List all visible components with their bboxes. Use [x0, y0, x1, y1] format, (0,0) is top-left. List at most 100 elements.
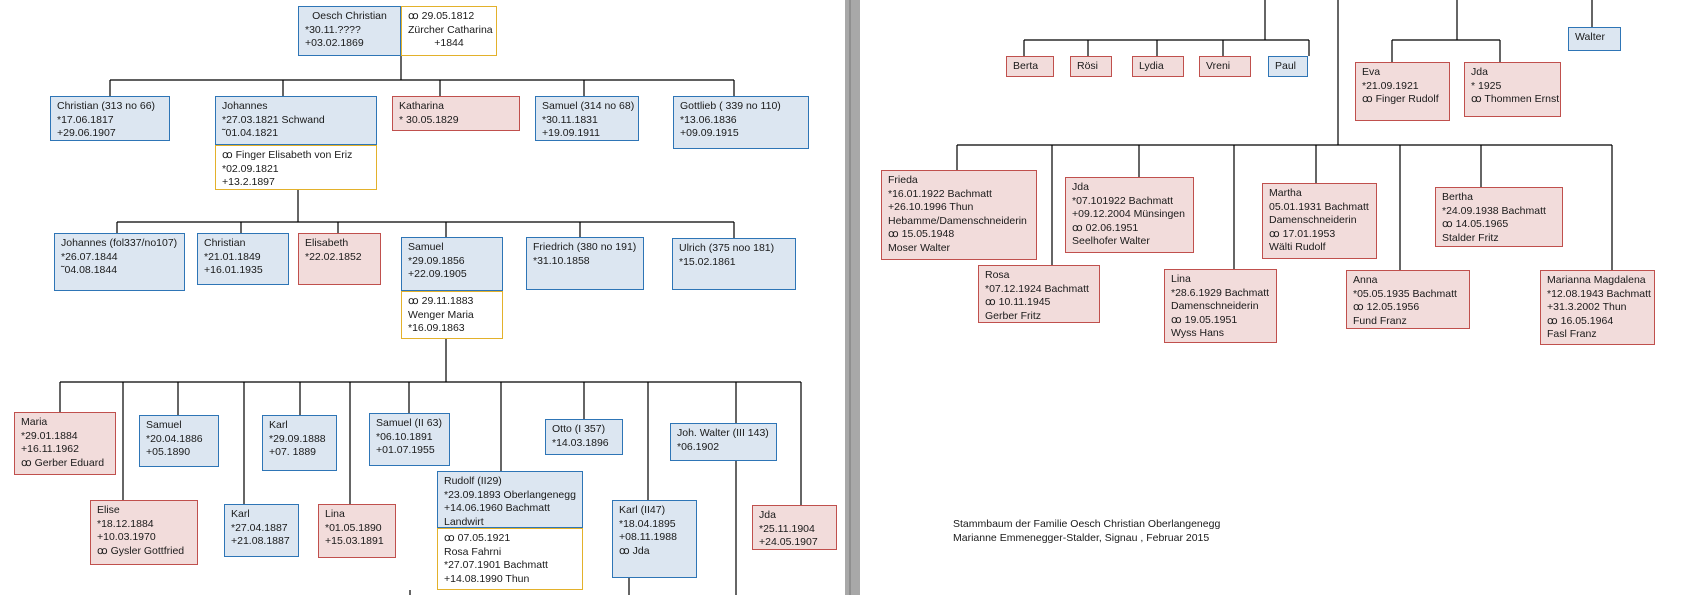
person-spouse: ꝏ Gysler Gottfried	[97, 544, 185, 557]
marriage-date: ꝏ 29.11.1883	[408, 295, 474, 307]
person-name: Marianna Magdalena	[1547, 274, 1646, 286]
marriage-date: ꝏ 29.05.1812	[408, 10, 475, 22]
person-box-ulrich-1861: Ulrich (375 noo 181) *15.02.1861	[672, 238, 796, 290]
marriage-date: ꝏ 19.05.1951	[1171, 313, 1238, 326]
person-death: +26.10.1996 Thun	[888, 201, 974, 213]
person-birth: 05.01.1931 Bachmatt	[1269, 200, 1369, 213]
spouse-name: ꝏ Finger Elisabeth von Eriz	[222, 149, 353, 161]
person-box-bertha-1938: Bertha *24.09.1938 Bachmatt ꝏ 14.05.1965…	[1435, 187, 1563, 247]
person-box-lina-1890: Lina *01.05.1890 +15.03.1891	[318, 504, 396, 558]
left-page: Oesch Christian *30.11.???? +03.02.1869 …	[0, 0, 845, 595]
marriage-date: ꝏ 02.06.1951	[1072, 221, 1139, 234]
person-box-friedrich-1858: Friedrich (380 no 191) *31.10.1858	[526, 237, 644, 290]
person-name: Friedrich (380 no 191)	[533, 241, 637, 253]
person-box-vreni: Vreni	[1199, 56, 1251, 77]
person-birth: *18.12.1884	[97, 517, 154, 530]
person-spouse: Fund Franz	[1353, 314, 1407, 327]
person-birth: *30.11.????	[305, 23, 361, 36]
person-occupation: Landwirt	[444, 515, 484, 528]
marriage-date: ꝏ 14.05.1965	[1442, 218, 1509, 230]
person-box-gottlieb-1836: Gottlieb ( 339 no 110) *13.06.1836 +09.0…	[673, 96, 809, 149]
person-box-roesi: Rösi	[1070, 56, 1112, 77]
spouse-birth: *02.09.1821	[222, 162, 279, 175]
person-death: +16.01.1935	[204, 264, 263, 276]
marriage-date: ꝏ 10.11.1945	[985, 296, 1051, 308]
person-name: Martha	[1269, 187, 1302, 199]
person-name: Lina	[325, 508, 345, 520]
person-birth: *17.06.1817	[57, 113, 114, 126]
person-box-samuel-1891: Samuel (II 63) *06.10.1891 +01.07.1955	[369, 413, 450, 466]
person-spouse: Gerber Fritz	[985, 309, 1042, 322]
marriage-date: ꝏ 15.05.1948	[888, 228, 955, 240]
person-birth: *21.09.1921	[1362, 79, 1419, 92]
person-box-karl-1895: Karl (II47) *18.04.1895 +08.11.1988 ꝏ Jd…	[612, 500, 697, 578]
spouse-box-wenger-maria: ꝏ 29.11.1883 Wenger Maria *16.09.1863	[401, 291, 503, 339]
person-box-samuel-1856: Samuel *29.09.1856 +22.09.1905	[401, 237, 503, 291]
person-box-samuel-1886: Samuel *20.04.1886 +05.1890	[139, 415, 219, 467]
person-death: +29.06.1907	[57, 127, 116, 139]
person-spouse: Wyss Hans	[1171, 327, 1224, 339]
person-birth: *21.01.1849	[204, 250, 261, 263]
person-birth: *06.1902	[677, 440, 720, 453]
person-birth: *12.08.1943 Bachmatt	[1547, 287, 1651, 300]
person-death: +03.02.1869	[305, 37, 364, 49]
person-box-karl-1887: Karl *27.04.1887 +21.08.1887	[224, 504, 299, 557]
person-baptism: ˜01.04.1821	[222, 127, 279, 139]
person-birth: *20.04.1886	[146, 432, 203, 445]
person-name: Maria	[21, 416, 48, 428]
marriage-date: ꝏ 17.01.1953	[1269, 227, 1336, 240]
person-box-christian-1849: Christian *21.01.1849 +16.01.1935	[197, 233, 289, 285]
person-name: Samuel	[408, 241, 444, 253]
person-box-paul: Paul	[1268, 56, 1308, 77]
person-box-rosa-1924: Rosa *07.12.1924 Bachmatt ꝏ 10.11.1945 G…	[978, 265, 1100, 323]
person-spouse: Seelhofer Walter	[1072, 235, 1150, 247]
person-name: Christian (313 no 66)	[57, 100, 156, 112]
person-name: Christian	[204, 237, 246, 249]
person-death: +09.09.1915	[680, 127, 739, 139]
person-death: +31.3.2002 Thun	[1547, 301, 1627, 313]
person-spouse: ꝏ Gerber Eduard	[21, 456, 105, 469]
person-birth: *07.12.1924 Bachmatt	[985, 282, 1089, 295]
person-birth: * 30.05.1829	[399, 113, 459, 126]
person-death: +07. 1889	[269, 446, 317, 458]
person-name: Johannes (fol337/no107)	[61, 237, 178, 249]
person-spouse: Moser Walter	[888, 241, 951, 254]
person-name: Walter	[1575, 31, 1605, 43]
person-birth: *22.02.1852	[305, 250, 362, 263]
person-birth: *07.101922 Bachmatt	[1072, 194, 1173, 207]
person-occupation: Damenschneiderin	[1171, 300, 1259, 312]
person-box-joh-walter-1902: Joh. Walter (III 143) *06.1902	[670, 423, 777, 461]
person-box-maria-1884: Maria *29.01.1884 +16.11.1962 ꝏ Gerber E…	[14, 412, 116, 475]
spouse-name: Zürcher Catharina	[408, 23, 493, 36]
person-death: +22.09.1905	[408, 268, 467, 280]
person-spouse: ꝏ Finger Rudolf	[1362, 93, 1439, 105]
person-death: +05.1890	[146, 446, 191, 458]
person-birth: *27.04.1887	[231, 521, 288, 534]
person-name: Anna	[1353, 274, 1378, 286]
person-birth: *18.04.1895	[619, 517, 676, 530]
person-box-lydia: Lydia	[1132, 56, 1184, 77]
person-birth: *24.09.1938 Bachmatt	[1442, 204, 1546, 217]
person-name: Elisabeth	[305, 237, 349, 249]
person-spouse: Stalder Fritz	[1442, 231, 1499, 244]
person-name: Jda	[759, 509, 776, 521]
person-birth: *05.05.1935 Bachmatt	[1353, 287, 1457, 300]
person-name: Rudolf (II29)	[444, 475, 502, 487]
person-birth: *16.01.1922 Bachmatt	[888, 187, 992, 200]
person-box-frieda-1922: Frieda *16.01.1922 Bachmatt +26.10.1996 …	[881, 170, 1037, 260]
person-box-jda-1922: Jda *07.101922 Bachmatt +09.12.2004 Müns…	[1065, 177, 1194, 253]
person-box-jda-1904: Jda *25.11.1904 +24.05.1907	[752, 505, 837, 550]
person-box-eva-1921: Eva *21.09.1921 ꝏ Finger Rudolf	[1355, 62, 1450, 121]
person-death: +09.12.2004 Münsingen	[1072, 208, 1185, 220]
right-connector-lines	[956, 0, 1613, 270]
spouse-birth: *16.09.1863	[408, 322, 465, 334]
right-page: Berta Rösi Lydia Vreni Paul Eva *21.09.1…	[860, 0, 1697, 595]
person-birth: *01.05.1890	[325, 521, 382, 534]
person-name: Lydia	[1139, 60, 1164, 72]
spouse-name: Rosa Fahrni	[444, 545, 502, 558]
person-box-lina-1929: Lina *28.6.1929 Bachmatt Damenschneideri…	[1164, 269, 1277, 343]
person-birth: *23.09.1893 Oberlangenegg	[444, 488, 576, 501]
root-spouse-box: ꝏ 29.05.1812 Zürcher Catharina +1844	[401, 6, 497, 56]
person-name: Elise	[97, 504, 120, 516]
spouse-box-finger-elisabeth: ꝏ Finger Elisabeth von Eriz *02.09.1821 …	[215, 145, 377, 190]
